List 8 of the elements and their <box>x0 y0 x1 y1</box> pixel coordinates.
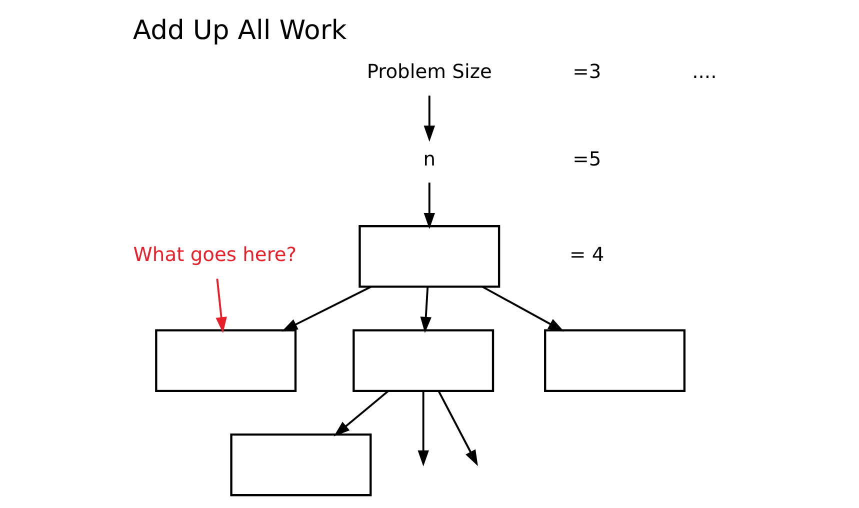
node-text: Problem Size <box>366 60 492 84</box>
node-text: What goes here? <box>132 243 296 266</box>
node-text: n <box>422 147 436 170</box>
label: .... <box>692 60 716 84</box>
label: =5 <box>572 147 601 170</box>
label: =3 <box>572 60 601 84</box>
label: = 4 <box>569 243 604 266</box>
diagram-title: Add Up All Work <box>132 15 346 46</box>
